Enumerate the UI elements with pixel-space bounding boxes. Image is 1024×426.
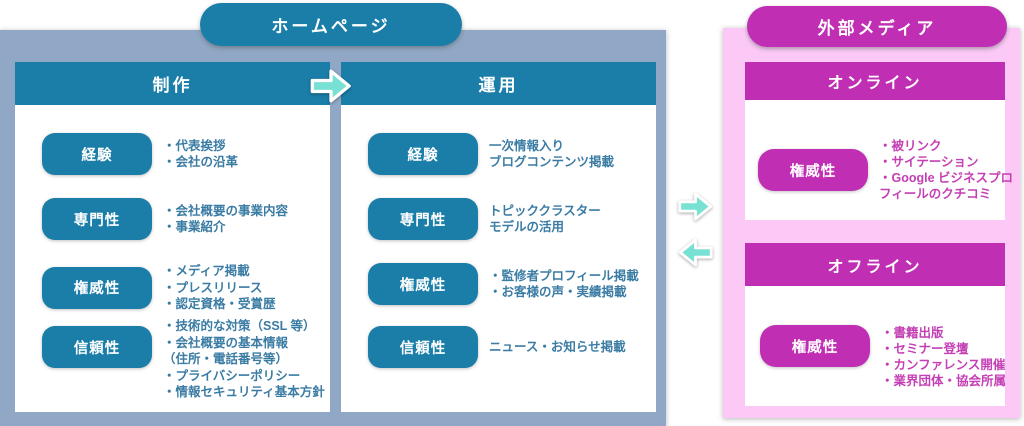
category-pill-experience: 経験 <box>368 133 478 175</box>
external-media-section: オンライン 権威性 ・被リンク ・サイテーション ・Google ビジネスプロ … <box>723 28 1020 418</box>
bullet-line: ・情報セキュリティ基本方針 <box>163 385 325 399</box>
production-row-trust: 信頼性 ・技術的な対策（SSL 等） ・会社概要の基本情報 （住所・電話番号等）… <box>42 318 325 401</box>
pill-label: 権威性 <box>73 281 121 298</box>
category-pill-trust: 信頼性 <box>42 326 152 368</box>
online-header-label: オンライン <box>827 75 923 92</box>
bullet-line: ・セミナー登壇 <box>881 342 969 356</box>
operation-row-experience: 経験 一次情報入り ブログコンテンツ掲載 <box>368 133 614 175</box>
production-card: 制作 経験 ・代表挨拶 ・会社の沿革 専門性 ・会社概要の事業内容 ・事業紹介 … <box>15 62 330 412</box>
bullet-line: 一次情報入り <box>489 138 565 153</box>
bullet-line: ・事業紹介 <box>163 220 226 234</box>
offline-header: オフライン <box>745 243 1005 286</box>
bullet-line: ・会社概要の事業内容 <box>163 203 289 218</box>
operation-header: 運用 <box>341 62 656 105</box>
bullet-line: ・代表挨拶 <box>163 138 226 153</box>
bullet-list: ・監修者プロフィール掲載 ・お客様の声・実績掲載 <box>489 268 639 301</box>
production-header: 制作 <box>15 62 330 105</box>
bullet-line: ・会社概要の基本情報 <box>163 335 289 350</box>
bullet-list: ・被リンク ・サイテーション ・Google ビジネスプロ フィールのクチコミ <box>879 138 1013 202</box>
bullet-line: ブログコンテンツ掲載 <box>489 155 615 169</box>
bullet-line: トピッククラスター <box>489 203 601 218</box>
bullet-list: ・代表挨拶 ・会社の沿革 <box>163 138 238 171</box>
bullet-line: ・Google ビジネスプロ <box>879 171 1014 185</box>
category-pill-expertise: 専門性 <box>42 198 152 240</box>
pill-label: 経験 <box>81 147 113 164</box>
bullet-line: ・業界団体・協会所属 <box>881 374 1007 388</box>
production-row-expertise: 専門性 ・会社概要の事業内容 ・事業紹介 <box>42 198 288 240</box>
offline-row-authority: 権威性 ・書籍出版 ・セミナー登壇 ・カンファレンス開催 ・業界団体・協会所属 <box>760 325 1006 389</box>
bullet-list: ・書籍出版 ・セミナー登壇 ・カンファレンス開催 ・業界団体・協会所属 <box>881 325 1006 389</box>
arrow-right-icon <box>677 189 714 224</box>
pill-label: 専門性 <box>73 212 121 229</box>
operation-row-expertise: 専門性 トピッククラスター モデルの活用 <box>368 198 601 240</box>
pill-label: 信頼性 <box>73 340 121 357</box>
bullet-line: （住所・電話番号等） <box>163 352 289 366</box>
bullet-line: ・技術的な対策（SSL 等） <box>163 319 316 333</box>
bullet-list: ニュース・お知らせ掲載 <box>489 339 626 356</box>
bullet-line: ・メディア掲載 <box>163 264 250 278</box>
pill-label: 権威性 <box>789 163 837 180</box>
offline-card: オフライン 権威性 ・書籍出版 ・セミナー登壇 ・カンファレンス開催 ・業界団体… <box>745 243 1006 406</box>
category-pill-trust: 信頼性 <box>368 326 478 368</box>
pill-label: 権威性 <box>791 339 839 356</box>
category-pill-authority: 権威性 <box>42 266 152 309</box>
pill-label: 権威性 <box>399 277 447 294</box>
offline-header-label: オフライン <box>827 258 923 276</box>
homepage-title-pill: ホームページ <box>200 3 462 46</box>
pill-label: 信頼性 <box>399 340 447 357</box>
category-pill-authority: 権威性 <box>760 325 870 367</box>
production-row-authority: 権威性 ・メディア掲載 ・プレスリリース ・認定資格・受賞歴 <box>42 263 276 313</box>
bullet-line: ・認定資格・受賞歴 <box>163 297 276 311</box>
operation-row-authority: 権威性 ・監修者プロフィール掲載 ・お客様の声・実績掲載 <box>368 263 639 305</box>
bullet-line: フィールのクチコミ <box>879 187 992 201</box>
production-row-experience: 経験 ・代表挨拶 ・会社の沿革 <box>42 133 238 175</box>
category-pill-expertise: 専門性 <box>368 198 478 240</box>
category-pill-authority: 権威性 <box>758 149 868 191</box>
bullet-list: ・会社概要の事業内容 ・事業紹介 <box>163 203 288 236</box>
external-media-title-pill: 外部メディア <box>747 6 1007 47</box>
bullet-list: 一次情報入り ブログコンテンツ掲載 <box>489 138 614 171</box>
bullet-line: ・監修者プロフィール掲載 <box>489 268 639 283</box>
bullet-line: ・サイテーション <box>879 155 979 169</box>
bullet-line: ・カンファレンス開催 <box>881 358 1006 372</box>
operation-row-trust: 信頼性 ニュース・お知らせ掲載 <box>368 326 626 368</box>
online-row-authority: 権威性 ・被リンク ・サイテーション ・Google ビジネスプロ フィールのク… <box>758 138 1013 202</box>
bullet-line: ・プレスリリース <box>163 280 263 295</box>
homepage-title: ホームページ <box>271 17 391 36</box>
bullet-line: ニュース・お知らせ掲載 <box>489 339 626 354</box>
bullet-line: ・書籍出版 <box>881 326 944 340</box>
category-pill-experience: 経験 <box>42 133 152 175</box>
external-media-title: 外部メディア <box>817 19 937 38</box>
bullet-line: ・お客様の声・実績掲載 <box>489 285 627 299</box>
online-header: オンライン <box>745 62 1005 100</box>
operation-header-label: 運用 <box>478 76 519 95</box>
bullet-line: ・被リンク <box>879 139 942 153</box>
arrow-left-icon <box>677 235 714 270</box>
pill-label: 専門性 <box>399 212 447 229</box>
bullet-list: トピッククラスター モデルの活用 <box>489 203 601 236</box>
bullet-line: ・会社の沿革 <box>163 155 239 169</box>
operation-card: 運用 経験 一次情報入り ブログコンテンツ掲載 専門性 トピッククラスター モデ… <box>341 62 656 412</box>
arrow-right-icon <box>309 66 353 106</box>
online-card: オンライン 権威性 ・被リンク ・サイテーション ・Google ビジネスプロ … <box>745 62 1013 220</box>
bullet-list: ・メディア掲載 ・プレスリリース ・認定資格・受賞歴 <box>163 263 276 313</box>
bullet-line: ・プライバシーポリシー <box>163 368 301 383</box>
bullet-list: ・技術的な対策（SSL 等） ・会社概要の基本情報 （住所・電話番号等） ・プラ… <box>163 318 325 401</box>
category-pill-authority: 権威性 <box>368 263 478 305</box>
pill-label: 経験 <box>407 147 439 164</box>
production-header-label: 制作 <box>152 76 193 95</box>
bullet-line: モデルの活用 <box>489 220 565 234</box>
